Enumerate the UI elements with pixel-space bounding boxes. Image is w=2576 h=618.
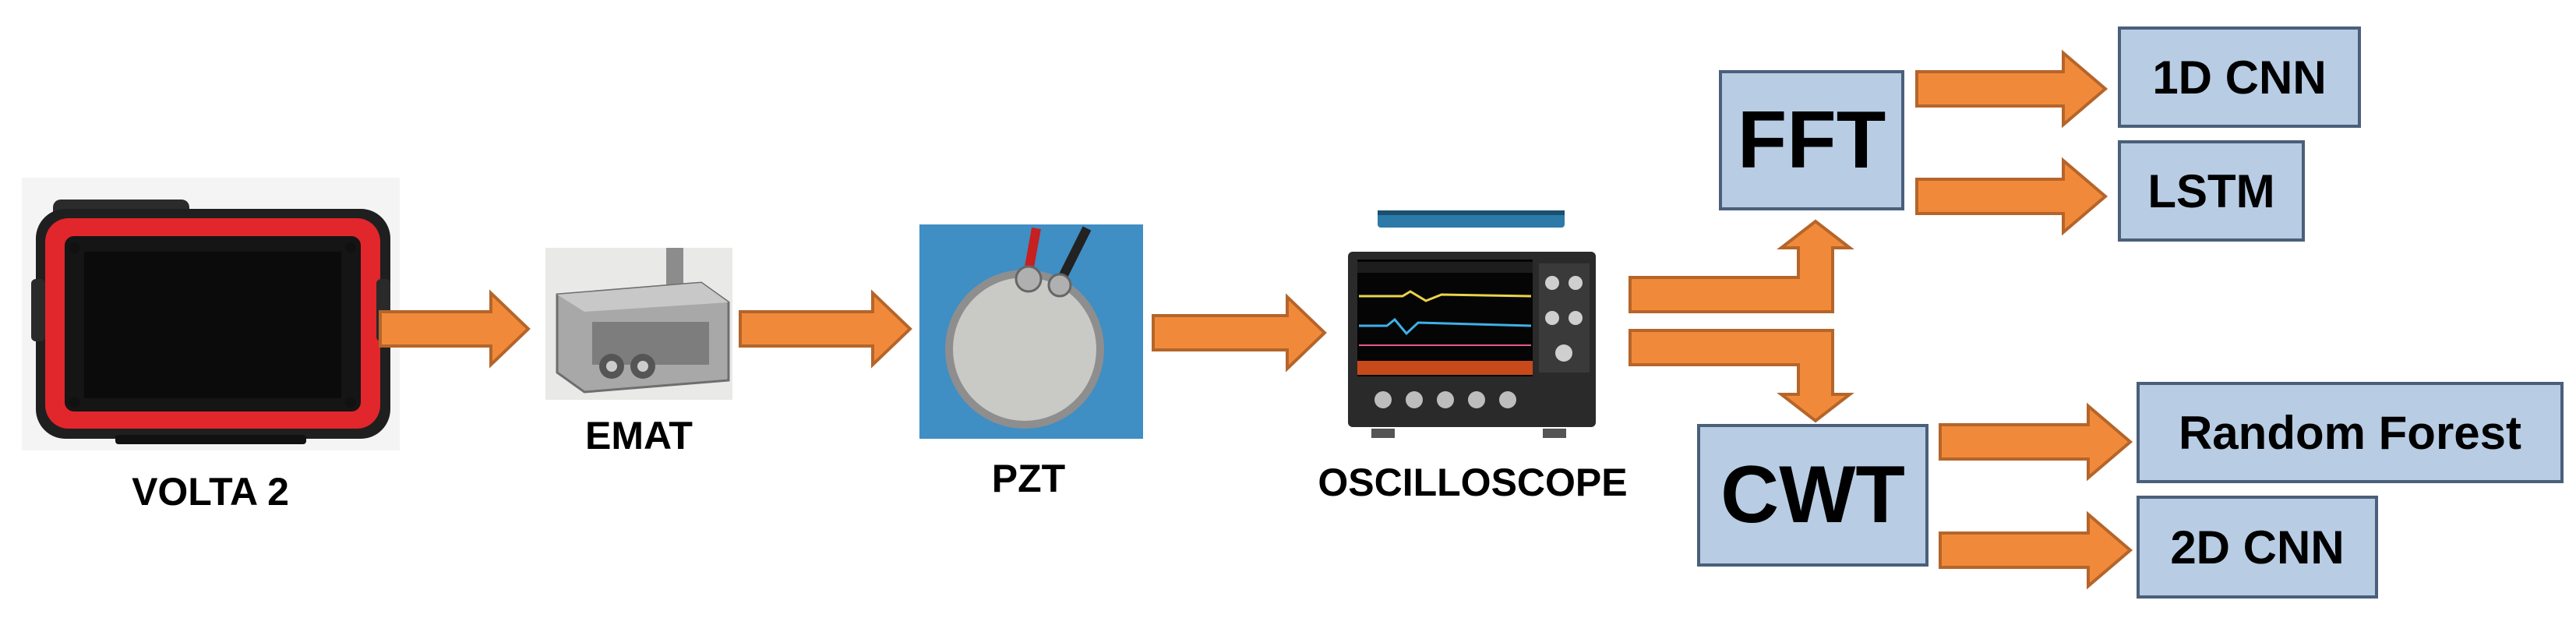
oscilloscope-device-image <box>1340 209 1601 443</box>
arrow-fft-to-1d-cnn <box>1915 49 2108 129</box>
pzt-label: PZT <box>991 457 1066 500</box>
arrow-cwt-to-random-forest <box>1939 402 2133 482</box>
oscilloscope-label: OSCILLOSCOPE <box>1318 461 1628 504</box>
arrow-oscilloscope-to-fft <box>1629 219 1854 313</box>
model-box-random-forest: Random Forest <box>2137 382 2564 483</box>
pzt-device-image <box>919 224 1143 439</box>
volta-2-label: VOLTA 2 <box>132 470 289 514</box>
arrow-fft-to-lstm <box>1915 157 2108 236</box>
emat-device-image <box>545 248 732 400</box>
emat-label: EMAT <box>585 414 693 457</box>
model-box-lstm: LSTM <box>2118 140 2305 242</box>
model-box-1d-cnn: 1D CNN <box>2118 26 2361 128</box>
model-box-2d-cnn: 2D CNN <box>2137 496 2378 599</box>
arrow-cwt-to-2d-cnn <box>1939 510 2133 590</box>
arrow-emat-to-pzt <box>739 289 912 369</box>
volta-2-device-image <box>22 178 400 450</box>
arrow-oscilloscope-to-cwt <box>1629 329 1854 423</box>
arrow-volta-to-emat <box>379 289 531 369</box>
arrow-pzt-to-oscilloscope <box>1152 293 1327 373</box>
cwt-box: CWT <box>1697 424 1928 567</box>
fft-box: FFT <box>1719 70 1904 210</box>
